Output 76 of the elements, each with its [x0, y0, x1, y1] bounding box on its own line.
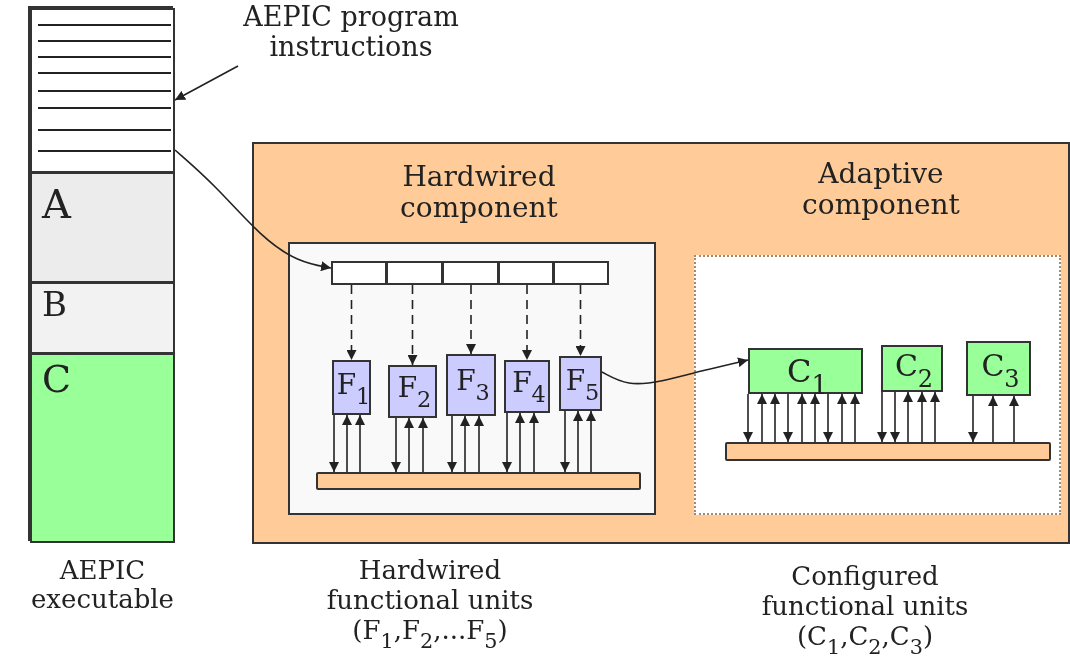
- unit-label: C$_{3}$: [980, 349, 1021, 393]
- curved-arrow: [601, 357, 749, 385]
- arrow: [988, 395, 998, 443]
- arrow: [573, 410, 583, 473]
- bus-bar: [725, 442, 1051, 461]
- arrow: [586, 410, 596, 473]
- arrow: [743, 393, 753, 443]
- functional-unit-box: [446, 354, 496, 416]
- register-cell: [386, 261, 443, 285]
- arrow: [466, 284, 476, 355]
- arrow: [770, 393, 780, 443]
- bus-bar: [316, 472, 641, 490]
- arrow: [342, 414, 352, 473]
- configured-unit-box: [748, 348, 863, 394]
- arrow: [522, 284, 532, 361]
- arrow: [355, 414, 365, 473]
- section-box: [30, 282, 175, 354]
- arrow: [529, 412, 539, 473]
- arrow: [1009, 395, 1019, 443]
- arrow: [575, 284, 586, 357]
- arrow: [474, 415, 484, 473]
- configured-unit-box: [966, 341, 1031, 396]
- arrow: [460, 415, 470, 473]
- curved-arrow: [174, 149, 332, 272]
- register-cell: [553, 261, 609, 285]
- caption-text: AEPIC executable: [29, 556, 175, 614]
- arrow: [810, 393, 820, 443]
- section-box: [30, 353, 175, 543]
- arrow: [890, 391, 900, 443]
- arrow: [502, 412, 512, 473]
- unit-label: F$_{2}$: [396, 373, 433, 412]
- functional-unit-box: [504, 360, 550, 413]
- arrow: [823, 393, 833, 443]
- arrow: [968, 395, 978, 443]
- unit-label: F$_{1}$: [336, 370, 371, 409]
- arrow: [757, 393, 767, 443]
- arrow: [447, 415, 457, 473]
- component-panel: [252, 142, 1070, 544]
- unit-label: F$_{4}$: [511, 368, 547, 407]
- arrow: [783, 393, 793, 443]
- arrow: [391, 417, 401, 473]
- caption-text: Configured functional units (C$_{1}$,C$_{2}$,C$_{3}$): [760, 562, 970, 661]
- arrow: [515, 412, 525, 473]
- unit-label: Hardwired component: [399, 162, 559, 224]
- arrow: [560, 410, 570, 473]
- functional-unit-box: [559, 356, 602, 411]
- unit-label: B: [42, 286, 68, 324]
- arrow: [797, 393, 807, 443]
- arrow: [850, 393, 860, 443]
- section-box: [30, 172, 175, 283]
- unit-label: C: [42, 359, 73, 401]
- arrow: [418, 417, 428, 473]
- arrow: [329, 414, 339, 473]
- unit-label: AEPIC program instructions: [242, 2, 460, 62]
- unit-label: Adaptive component: [801, 159, 961, 221]
- register-cell: [498, 261, 554, 285]
- register-cell: [331, 261, 387, 285]
- register-cell: [442, 261, 499, 285]
- unit-label: C$_{2}$: [893, 349, 935, 393]
- caption-text: Hardwired functional units (F$_{1}$,F$_{2}$,...F$_{5}$): [325, 556, 535, 655]
- functional-unit-box: [388, 365, 437, 418]
- unit-label: F$_{3}$: [455, 366, 491, 405]
- arrow: [877, 391, 887, 443]
- functional-unit-box: [332, 360, 371, 415]
- arrow: [903, 391, 913, 443]
- arrow: [837, 393, 847, 443]
- unit-label: C$_{1}$: [786, 354, 829, 399]
- arrow: [346, 284, 357, 361]
- arrow: [407, 284, 418, 366]
- arrow: [404, 417, 414, 473]
- arrow: [174, 65, 239, 101]
- arrow: [930, 391, 940, 443]
- configured-unit-box: [881, 345, 943, 392]
- unit-label: A: [42, 182, 73, 226]
- unit-label: F$_{5}$: [564, 366, 601, 405]
- arrow: [917, 391, 927, 443]
